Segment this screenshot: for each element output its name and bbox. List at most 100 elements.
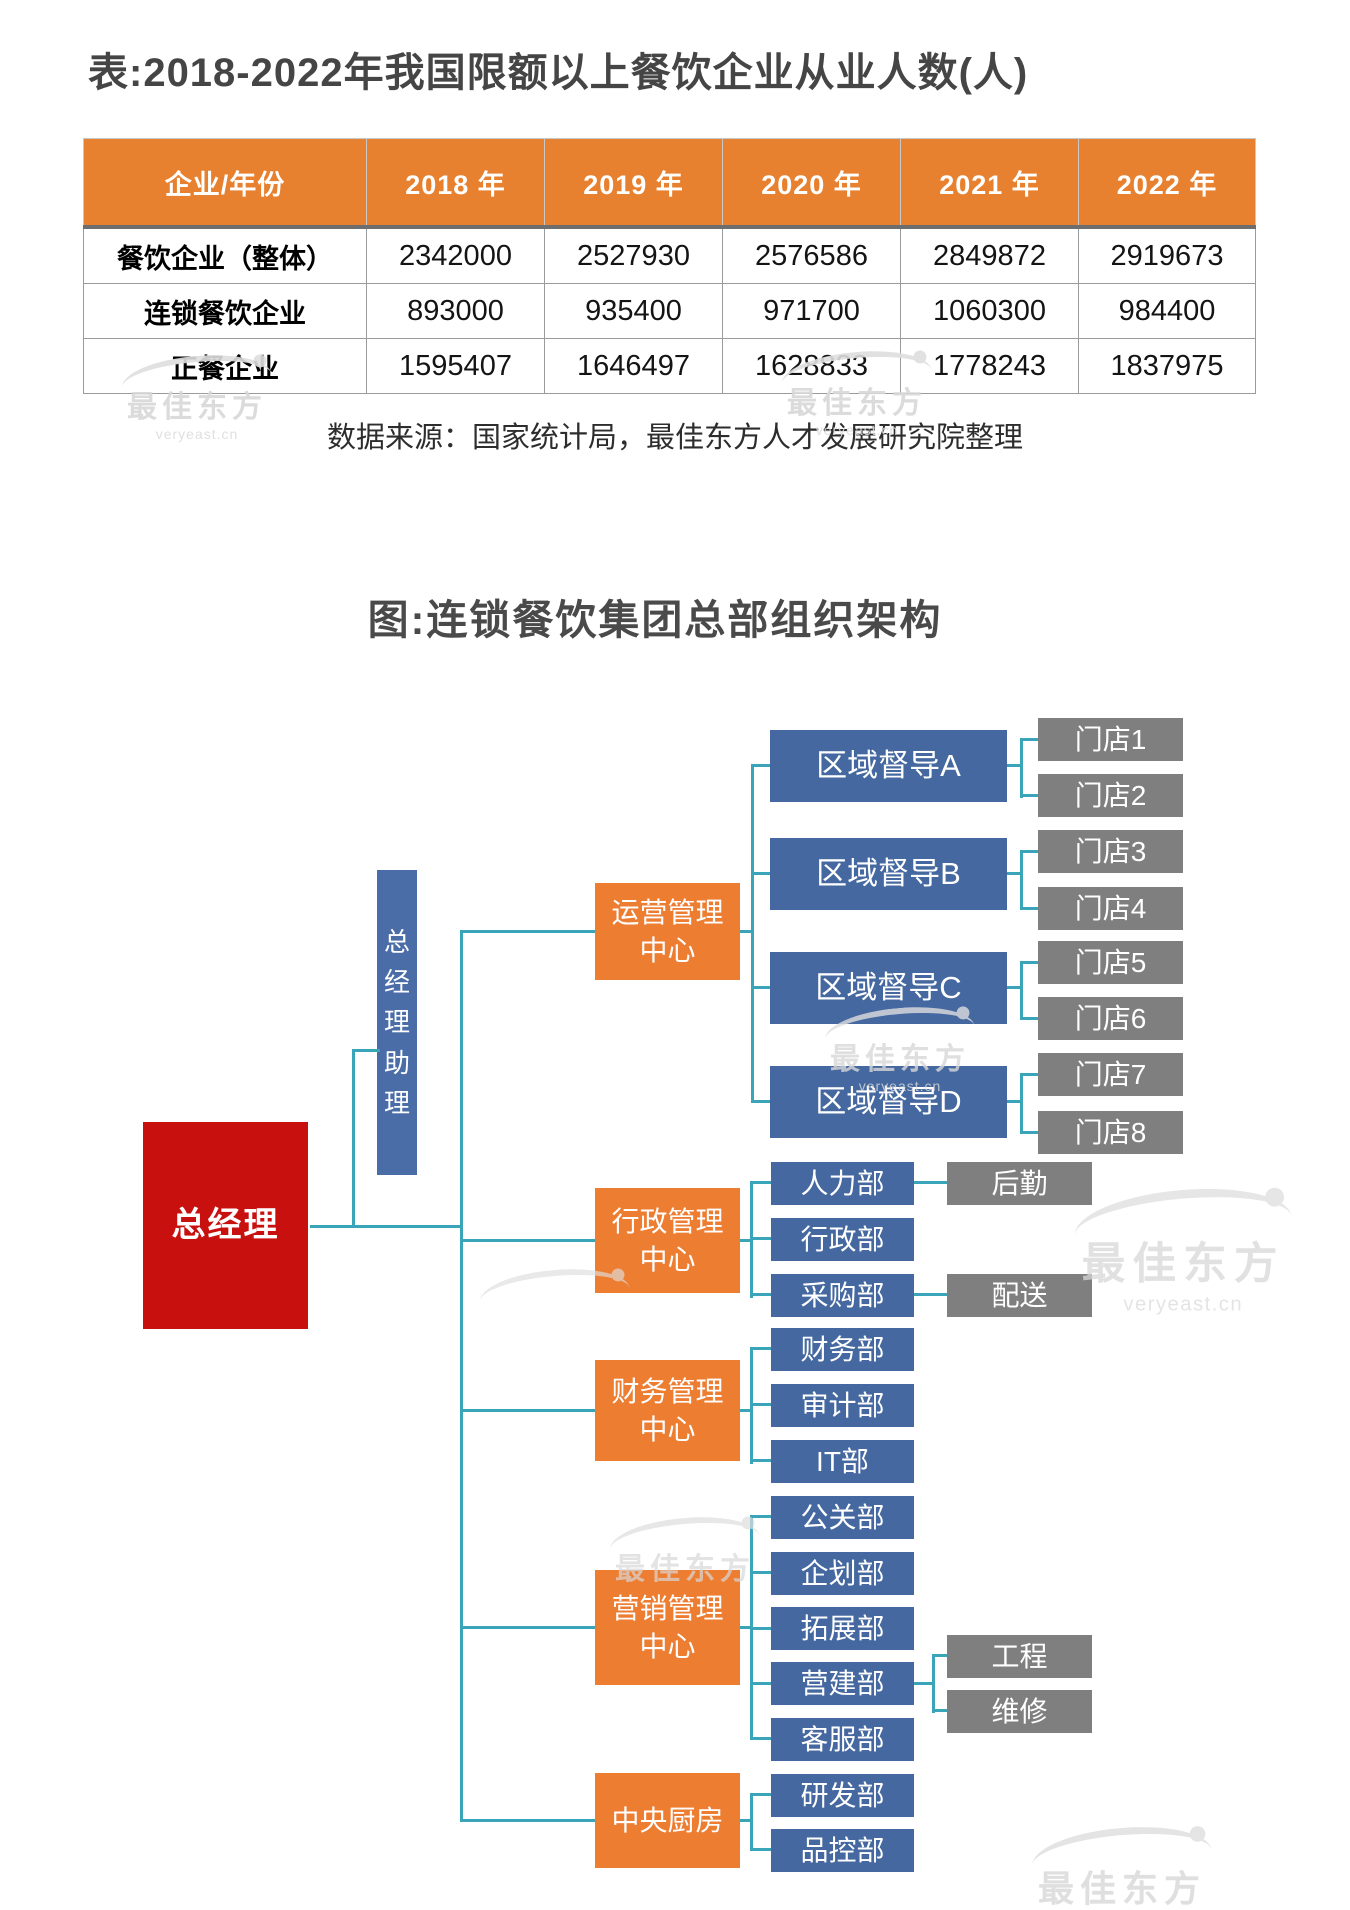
center-finance-line1: 财务管理: [611, 1375, 724, 1407]
connector-line: [750, 1627, 771, 1630]
connector-line: [1020, 850, 1038, 853]
connector-line: [740, 1819, 753, 1822]
connector-line: [1020, 738, 1023, 798]
watermark-name: 最佳东方: [127, 391, 267, 424]
watermark: [470, 1263, 640, 1327]
cell-chain-2019: 935400: [544, 283, 723, 339]
connector-line: [352, 1049, 380, 1052]
watermark-url: veryeast.cn: [815, 422, 899, 438]
connector-line: [310, 1225, 463, 1228]
watermark: 最佳东方 veryeast.cn: [815, 1001, 985, 1094]
center-finance-line2: 中心: [639, 1413, 696, 1445]
connector-line: [740, 1626, 753, 1629]
connector-line: [1020, 1131, 1038, 1134]
connector-line: [751, 986, 770, 989]
connector-line: [751, 764, 754, 1103]
center-operations-line2: 中心: [639, 934, 696, 966]
connector-line: [750, 1848, 771, 1851]
center-admin-line1: 行政管理: [611, 1205, 724, 1237]
org-node-general-manager: 总经理: [143, 1122, 308, 1329]
org-node-dept-purchasing: 采购部: [771, 1274, 914, 1317]
watermark: 最佳东方 veryeast.cn: [1020, 1820, 1224, 1910]
cell-chain-2022: 984400: [1078, 283, 1256, 339]
watermark-name: 最佳东方: [1081, 1240, 1285, 1289]
row-label-chain: 连锁餐饮企业: [83, 283, 367, 339]
watermark: 最佳东方 veryeast.cn: [1060, 1180, 1307, 1315]
org-node-dept-logistics: 后勤: [947, 1162, 1092, 1205]
connector-line: [460, 930, 463, 1822]
org-node-store-7: 门店7: [1038, 1053, 1183, 1096]
org-node-store-3: 门店3: [1038, 830, 1183, 873]
org-node-dept-quality-control: 品控部: [771, 1829, 914, 1872]
connector-line: [462, 930, 595, 933]
center-operations-line1: 运营管理: [611, 896, 724, 928]
org-node-dept-customer-service: 客服部: [771, 1718, 914, 1761]
connector-line: [740, 1409, 753, 1412]
watermark: 最佳东方: [600, 1511, 770, 1588]
table-title: 表:2018-2022年我国限额以上餐饮企业从业人数(人): [88, 51, 1029, 95]
watermark: 最佳东方 veryeast.cn: [772, 345, 942, 438]
row-label-overall: 餐饮企业（整体）: [83, 226, 367, 284]
connector-line: [750, 1571, 771, 1574]
center-kitchen-line1: 中央厨房: [611, 1804, 724, 1836]
watermark-name: 最佳东方: [615, 1553, 755, 1586]
cell-chain-2020: 971700: [722, 283, 901, 339]
org-node-dept-construction: 营建部: [771, 1662, 914, 1705]
watermark-name: 最佳东方: [830, 1043, 970, 1076]
connector-line: [914, 1682, 935, 1685]
connector-line: [932, 1709, 947, 1712]
connector-line: [751, 872, 770, 875]
connector-line: [914, 1181, 947, 1184]
center-admin-line2: 中心: [639, 1243, 696, 1275]
org-node-supervisor-d: 区域督导D: [770, 1066, 1007, 1138]
gm-assistant-label: 总经理助理: [383, 926, 410, 1118]
col-header-enterprise-year: 企业/年份: [83, 138, 367, 229]
connector-line: [932, 1654, 947, 1657]
org-node-center-finance: 财务管理 中心: [595, 1360, 740, 1461]
watermark-url: veryeast.cn: [1123, 1291, 1244, 1315]
table-row: 连锁餐饮企业 893000 935400 971700 1060300 9844…: [83, 283, 1256, 339]
org-node-dept-expansion: 拓展部: [771, 1607, 914, 1650]
connector-line: [750, 1459, 771, 1462]
connector-line: [352, 1049, 355, 1228]
connector-line: [750, 1403, 771, 1406]
connector-line: [750, 1682, 771, 1685]
stats-table: 企业/年份 2018 年 2019 年 2020 年 2021 年 2022 年…: [83, 138, 1256, 394]
connector-line: [1020, 1073, 1038, 1076]
connector-line: [750, 1237, 771, 1240]
org-node-center-kitchen: 中央厨房: [595, 1773, 740, 1868]
org-node-center-marketing: 营销管理 中心: [595, 1570, 740, 1685]
org-node-store-5: 门店5: [1038, 941, 1183, 984]
cell-fullservice-2018: 1595407: [366, 338, 545, 394]
org-node-dept-administration: 行政部: [771, 1218, 914, 1261]
connector-line: [750, 1737, 771, 1740]
watermark: 最佳东方 veryeast.cn: [112, 349, 282, 442]
col-header-2019: 2019 年: [544, 138, 723, 229]
table-header-row: 企业/年份 2018 年 2019 年 2020 年 2021 年 2022 年: [83, 138, 1256, 229]
cell-overall-2022: 2919673: [1078, 226, 1256, 284]
row-label-fullservice: 正餐企业: [83, 338, 367, 394]
connector-line: [462, 1819, 595, 1822]
connector-line: [750, 1515, 771, 1518]
org-node-dept-rnd: 研发部: [771, 1774, 914, 1817]
watermark-name: 最佳东方: [1038, 1870, 1206, 1910]
cell-overall-2019: 2527930: [544, 226, 723, 284]
org-node-dept-hr: 人力部: [771, 1162, 914, 1205]
cell-chain-2018: 893000: [366, 283, 545, 339]
connector-line: [1020, 961, 1023, 1020]
col-header-2020: 2020 年: [722, 138, 901, 229]
col-header-2022: 2022 年: [1078, 138, 1256, 229]
connector-line: [1020, 1073, 1023, 1134]
connector-line: [1007, 1100, 1023, 1103]
org-node-dept-it: IT部: [771, 1440, 914, 1483]
col-header-2018: 2018 年: [366, 138, 545, 229]
connector-line: [750, 1347, 771, 1350]
data-source-note: 数据来源：国家统计局，最佳东方人才发展研究院整理: [326, 422, 1023, 454]
connector-line: [751, 1100, 770, 1103]
org-node-center-operations: 运营管理 中心: [595, 883, 740, 980]
cell-chain-2021: 1060300: [900, 283, 1079, 339]
connector-line: [1007, 764, 1023, 767]
org-node-store-8: 门店8: [1038, 1111, 1183, 1154]
connector-line: [1020, 850, 1023, 910]
